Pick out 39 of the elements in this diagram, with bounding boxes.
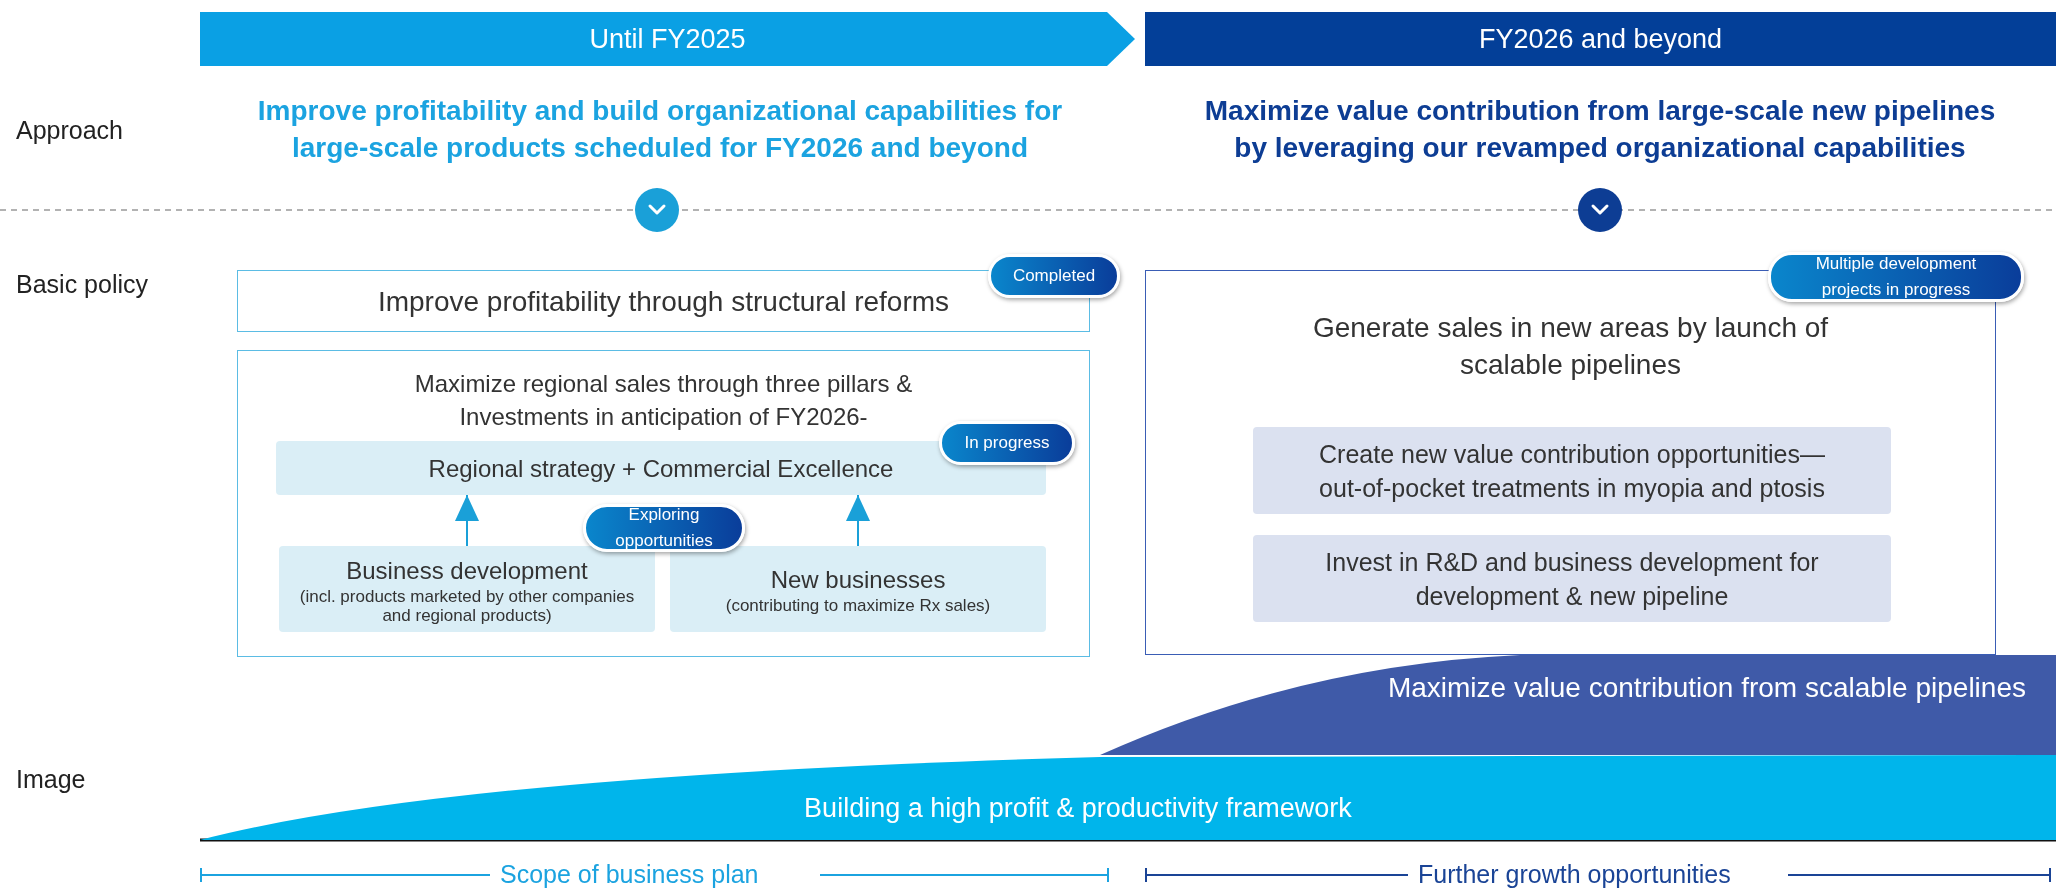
node-text: Generate sales in new areas by launch of scalable pipelines [1311,311,1830,382]
scope-label: Further growth opportunities [1418,860,1731,889]
node-subtext: (incl. products marketed by other companies and regional products) [298,586,636,625]
arrow [455,494,479,547]
node-text: Invest in R&D and business development for development & new pipeline [1324,546,1820,612]
approach-text: Maximize value contribution from large-scale new pipelines by leveraging our revamped organizational capabilities [1203,94,1997,165]
node-text: Create new value contribution opportunities—out-of-pocket treatments in myopia and ptosis [1318,438,1826,504]
phase-banner [1145,12,2056,66]
node-subtext: (contributing to maximize Rx sales) [724,596,992,615]
scope-label: Scope of business plan [500,860,759,889]
node-text: Business development [346,555,588,586]
node-text: Until FY2025 [589,23,746,56]
row-label: Approach [16,116,124,145]
strategy-box [1253,535,1891,622]
row-label: Image [16,765,86,794]
node-text: FY2026 and beyond [1478,23,1723,56]
status-badge [583,504,745,552]
node-text: Regional strategy + Commercial Excellence [428,453,894,484]
row-label: Basic policy [16,270,148,299]
node-text: Building a high profit & productivity framework [804,791,1352,825]
approach-text: Improve profitability and build organizational capabilities for large-scale products scheduled for FY2026 and beyond [256,94,1064,165]
node-text: Maximize value contribution from scalable pipelines [1387,671,2026,705]
strategy-box [1253,427,1891,514]
growth-area [200,755,2056,840]
node-text: In progress [964,432,1050,454]
node-text: Maximize regional sales through three pillars & Investments in anticipation of FY2026- [413,369,914,432]
phase-banner [200,12,1135,66]
status-badge [939,421,1075,465]
status-badge [1768,252,2024,302]
arrow [846,494,870,547]
node-text: Improve profitability through structural reforms [377,284,950,319]
node-text: Exploring opportunities [614,504,714,552]
node-text: Completed [1012,265,1096,287]
policy-box [237,350,1090,657]
policy-box [1145,270,1996,655]
growth-area [1100,655,2056,755]
node-text: New businesses [770,565,946,595]
node-text: Multiple development projects in progress [1814,253,1978,301]
status-badge [988,254,1120,298]
